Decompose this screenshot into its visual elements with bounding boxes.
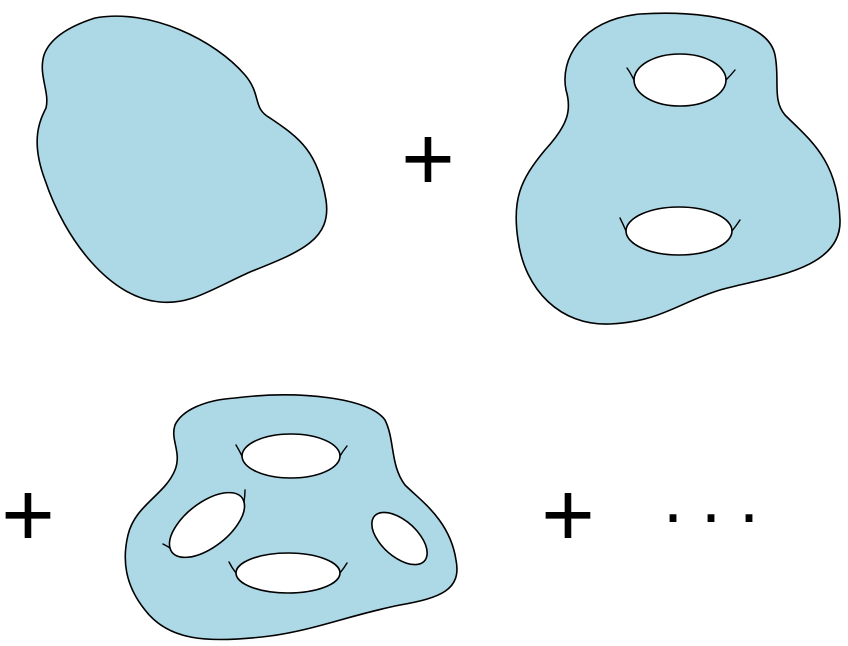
plus-sign-2-text: + <box>1 464 55 566</box>
plus-sign-1: + <box>401 108 455 210</box>
ellipsis: ... <box>663 458 777 538</box>
genus-2-hole-1-edge <box>626 67 736 81</box>
genus-4-surface-body <box>124 394 458 641</box>
genus-0-surface <box>36 15 328 304</box>
plus-sign-3-text: + <box>541 464 595 566</box>
genus-4-hole-1-edge <box>235 444 348 457</box>
plus-sign-1-text: + <box>401 108 455 210</box>
plus-sign-3: + <box>541 464 595 566</box>
plus-sign-2: + <box>1 464 55 566</box>
genus-4-surface <box>124 394 458 641</box>
ellipsis-text: ... <box>663 458 777 538</box>
genus-4-hole-4-edge <box>228 561 348 574</box>
genus-4-hole-2-edge <box>162 489 246 549</box>
genus-2-hole-2-edge <box>619 217 741 232</box>
genus-0-surface-body <box>36 15 328 304</box>
genus-2-surface-body <box>515 12 841 325</box>
genus-2-surface <box>515 12 841 325</box>
